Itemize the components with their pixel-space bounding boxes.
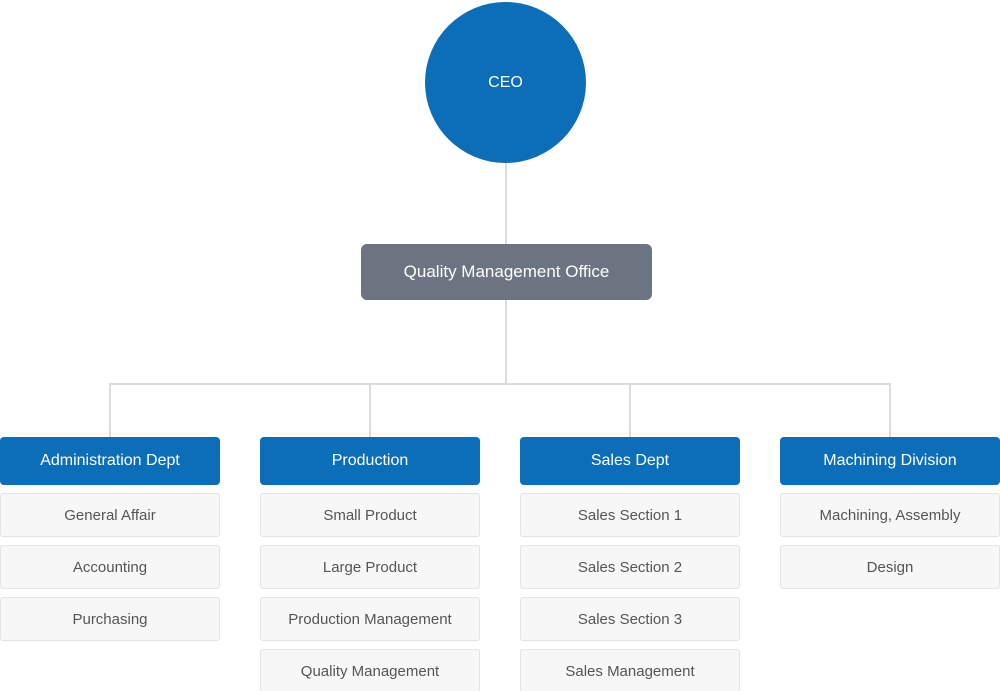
connector-qmo-to-branch [505, 300, 507, 383]
dept-header-label: Sales Dept [590, 452, 670, 469]
dept-item-purchasing: Purchasing [0, 597, 220, 641]
connector-branch-line [109, 383, 891, 385]
dept-header-label: Production [331, 452, 409, 469]
dept-header-label: Administration Dept [40, 452, 180, 469]
dept-column-sales: Sales Dept Sales Section 1 Sales Section… [520, 437, 740, 691]
dept-header-administration: Administration Dept [0, 437, 220, 485]
dept-item-accounting: Accounting [0, 545, 220, 589]
dept-item-large-product: Large Product [260, 545, 480, 589]
dept-header-sales: Sales Dept [520, 437, 740, 485]
connector-stub-sales [629, 385, 631, 437]
dept-column-production: Production Small Product Large Product P… [260, 437, 480, 691]
dept-item-production-management: Production Management [260, 597, 480, 641]
ceo-node: CEO [425, 2, 586, 163]
dept-item-label: Design [866, 558, 914, 576]
dept-item-label: Large Product [322, 558, 418, 576]
dept-item-general-affair: General Affair [0, 493, 220, 537]
dept-item-label: Sales Management [565, 662, 695, 680]
dept-item-label: Purchasing [72, 610, 148, 628]
connector-ceo-to-qmo [505, 163, 507, 244]
dept-item-label: Production Management [288, 610, 452, 628]
dept-column-administration: Administration Dept General Affair Accou… [0, 437, 220, 641]
dept-column-machining: Machining Division Machining, Assembly D… [780, 437, 1000, 589]
dept-header-machining: Machining Division [780, 437, 1000, 485]
dept-item-machining-assembly: Machining, Assembly [780, 493, 1000, 537]
dept-item-label: Small Product [323, 506, 417, 524]
dept-header-production: Production [260, 437, 480, 485]
dept-item-label: Machining, Assembly [819, 506, 961, 524]
dept-item-label: Accounting [72, 558, 148, 576]
dept-header-label: Machining Division [823, 452, 957, 469]
ceo-label: CEO [488, 73, 523, 91]
dept-item-label: Quality Management [300, 662, 440, 680]
dept-item-label: Sales Section 2 [577, 558, 683, 576]
dept-item-design: Design [780, 545, 1000, 589]
dept-item-sales-section-1: Sales Section 1 [520, 493, 740, 537]
dept-item-sales-section-3: Sales Section 3 [520, 597, 740, 641]
connector-stub-machining [889, 385, 891, 437]
dept-item-sales-section-2: Sales Section 2 [520, 545, 740, 589]
dept-item-label: Sales Section 1 [577, 506, 683, 524]
dept-item-small-product: Small Product [260, 493, 480, 537]
dept-item-sales-management: Sales Management [520, 649, 740, 691]
quality-management-office-label: Quality Management Office [403, 262, 610, 281]
dept-item-quality-management: Quality Management [260, 649, 480, 691]
dept-item-label: General Affair [64, 506, 156, 524]
quality-management-office-node: Quality Management Office [361, 244, 652, 300]
connector-stub-administration [109, 385, 111, 437]
connector-stub-production [369, 385, 371, 437]
dept-item-label: Sales Section 3 [577, 610, 683, 628]
